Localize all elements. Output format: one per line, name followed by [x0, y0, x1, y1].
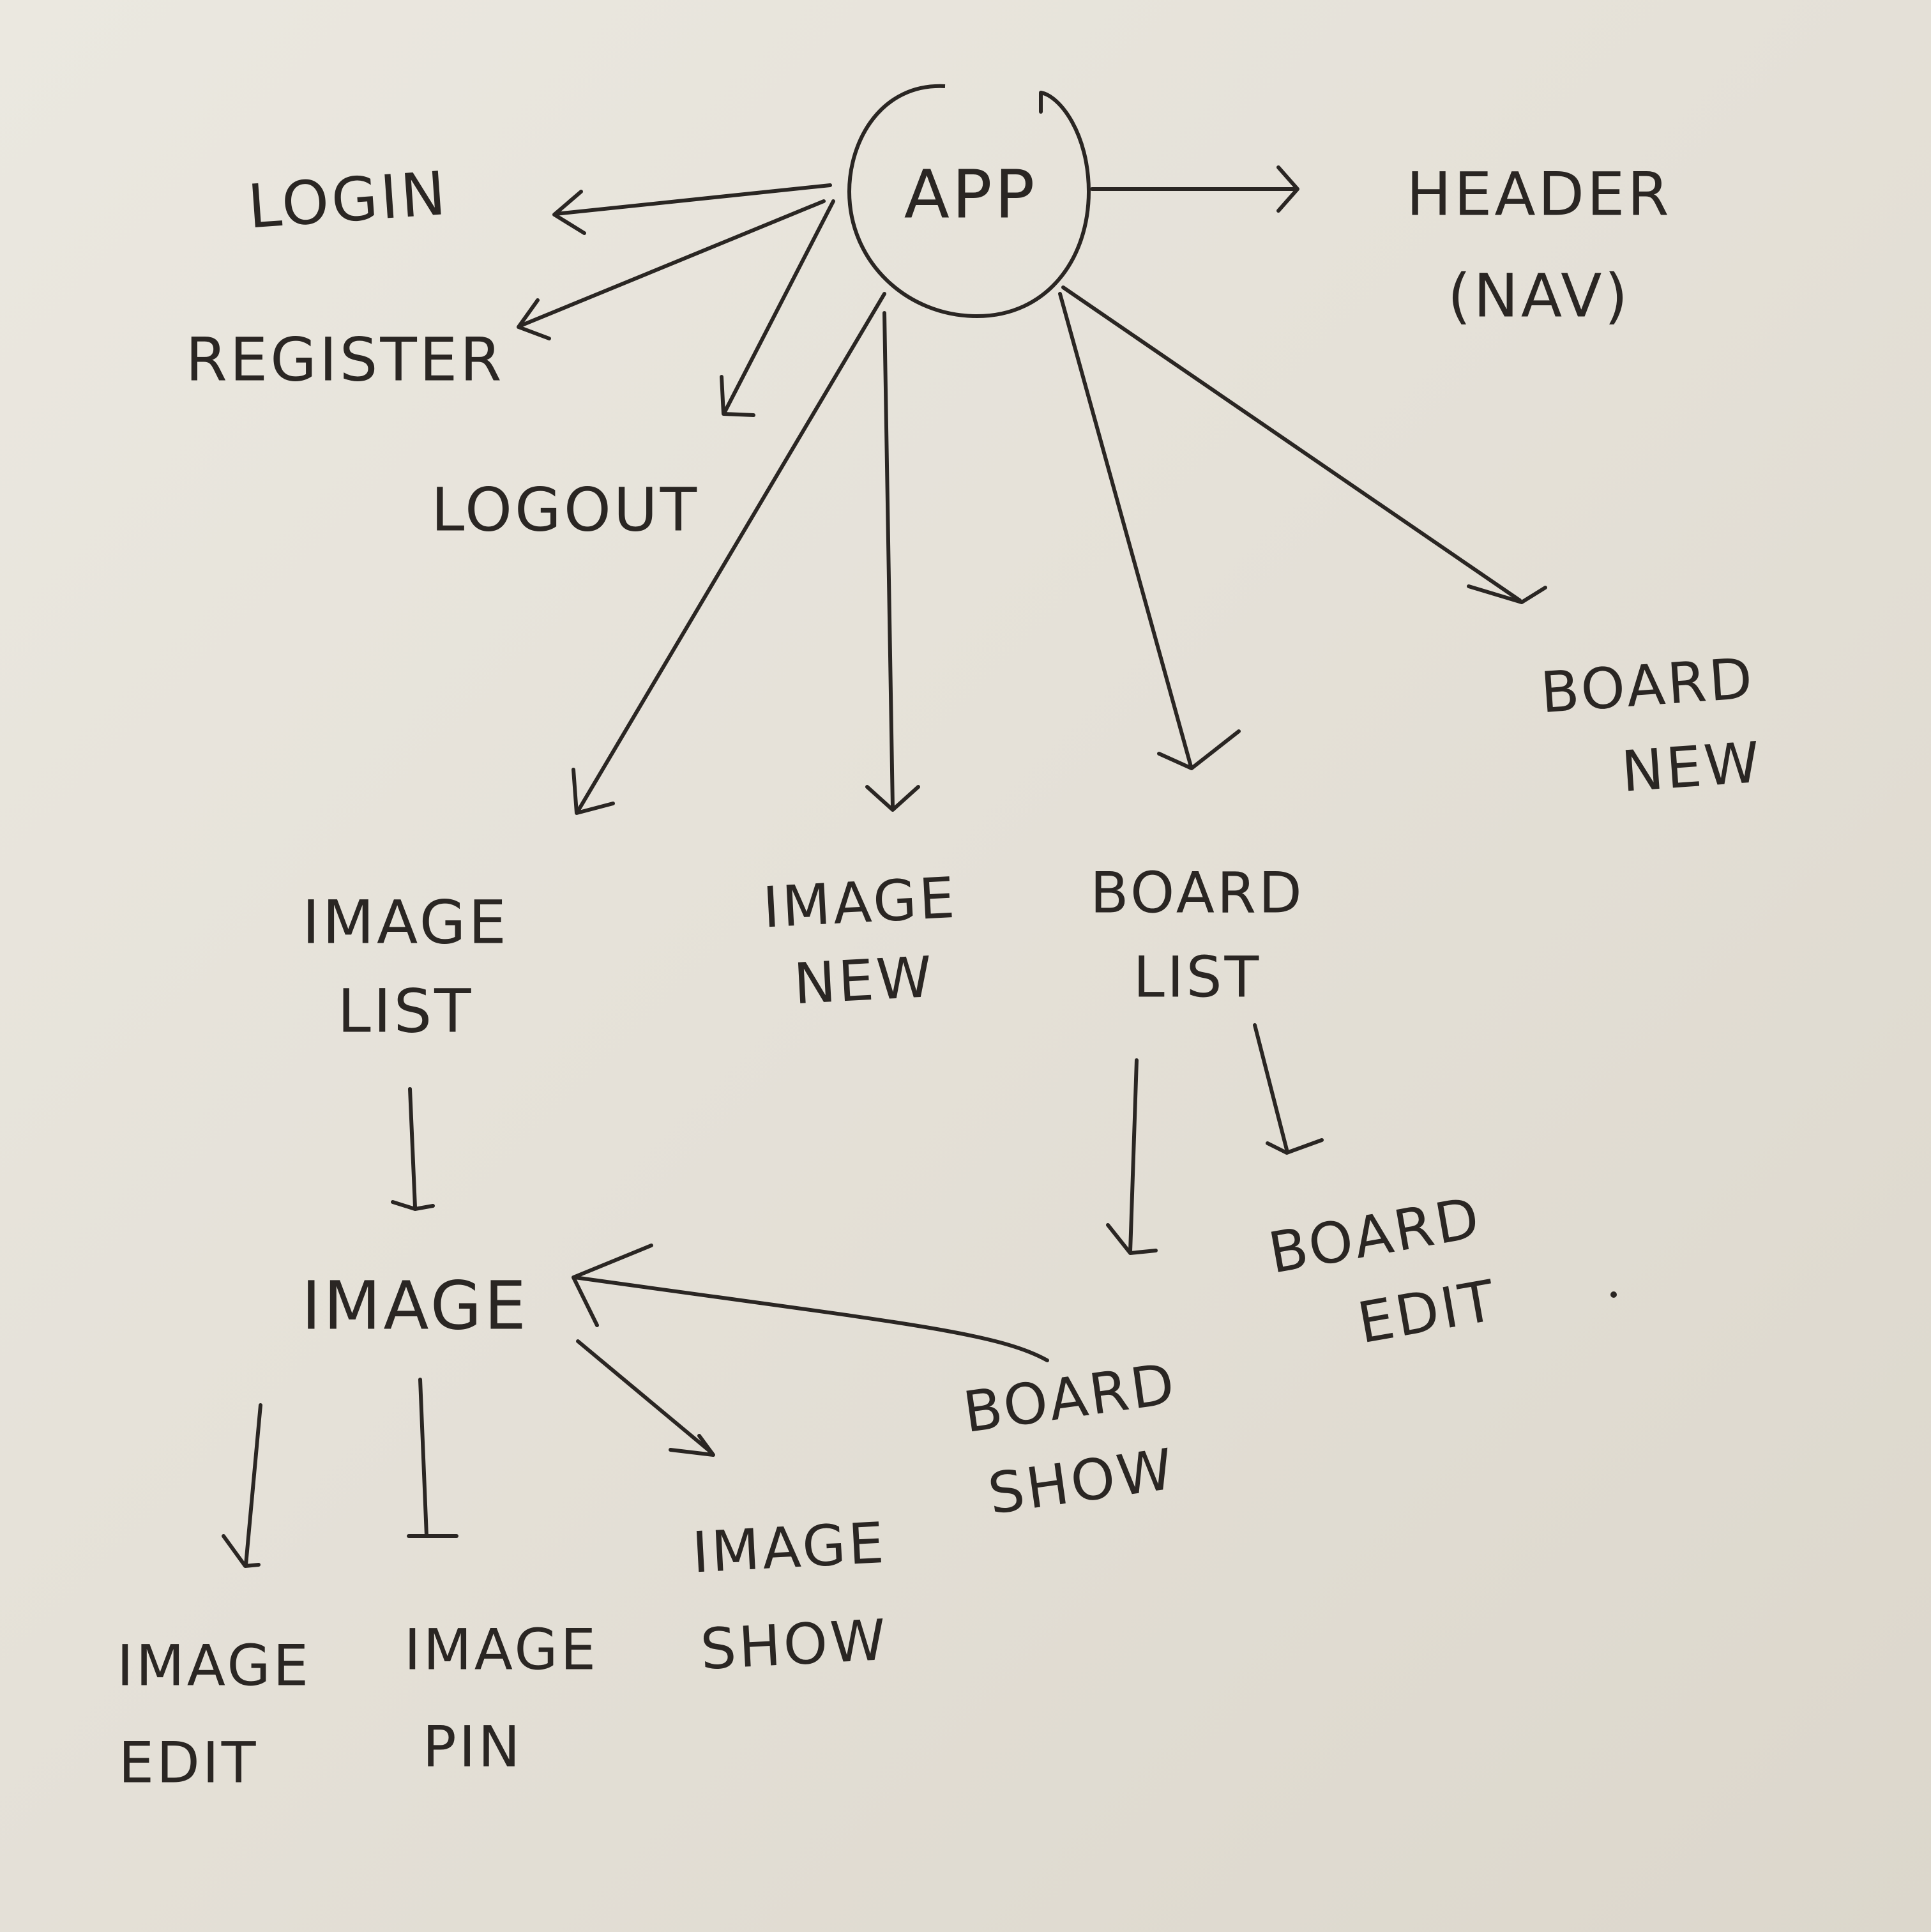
edge-image-image-show: [576, 1339, 715, 1457]
edge-app-register: [517, 199, 826, 340]
edge-image-image-pin: [407, 1378, 458, 1538]
edge-app-image-list: [572, 292, 886, 815]
edge-app-logout: [720, 199, 835, 417]
edge-app-board-new: [1061, 285, 1547, 604]
edge-board-show-image: [572, 1244, 1049, 1362]
ink-dot: [1610, 1291, 1617, 1298]
edge-image-list-image: [391, 1087, 435, 1211]
app-node-circle: [847, 84, 1091, 319]
node-image-list: IMAGE LIST: [302, 888, 509, 1046]
node-board-new: BOARD NEW: [1538, 645, 1764, 805]
node-board-show: BOARD SHOW: [959, 1350, 1181, 1528]
node-header-nav: HEADER (NAV): [1406, 160, 1672, 331]
node-register: REGISTER: [185, 325, 504, 395]
edge-board-list-board-show: [1106, 1058, 1158, 1255]
edge-app-header: [1090, 165, 1299, 213]
node-app: APP: [904, 155, 1038, 234]
edge-app-image-new: [865, 311, 920, 812]
edge-board-list-board-edit: [1253, 1023, 1324, 1155]
node-image-edit: IMAGE EDIT: [116, 1632, 312, 1796]
node-board-list: BOARD LIST: [1090, 860, 1305, 1010]
node-image-pin: IMAGE PIN: [404, 1616, 599, 1780]
node-image: IMAGE: [301, 1266, 529, 1345]
edge-app-login: [552, 183, 832, 235]
edge-app-board-list: [1058, 292, 1241, 770]
node-logout: LOGOUT: [430, 475, 700, 545]
node-image-show: IMAGE SHOW: [690, 1509, 890, 1683]
node-image-new: IMAGE NEW: [761, 864, 959, 1017]
node-login: LOGIN: [245, 158, 451, 243]
edge-image-image-edit: [222, 1403, 262, 1568]
